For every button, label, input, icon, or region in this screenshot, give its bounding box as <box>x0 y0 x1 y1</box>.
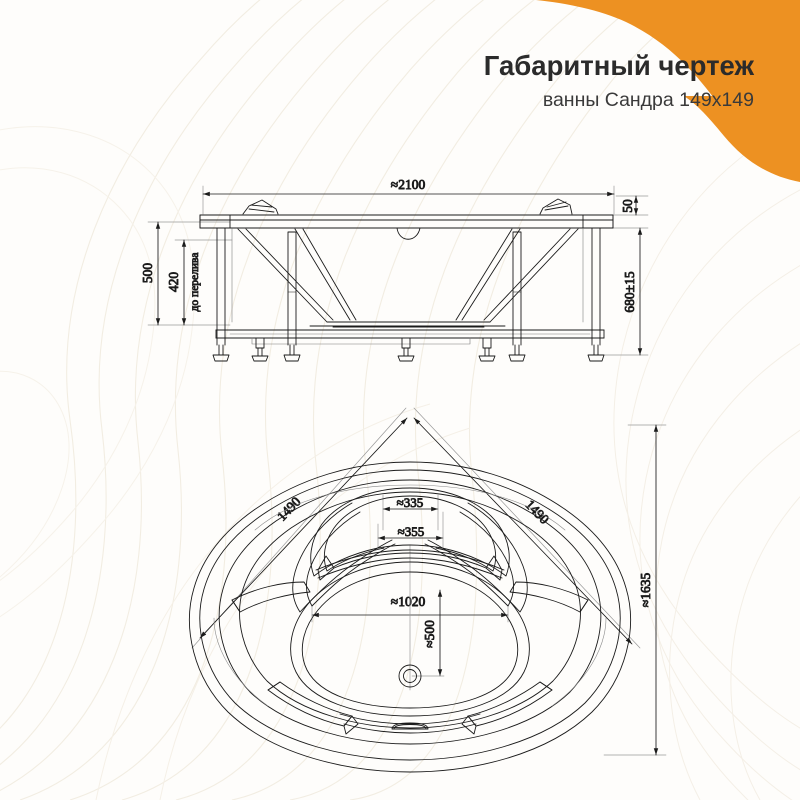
dim-diagonal-depth: ≈1635 <box>638 424 659 756</box>
lower-apron-plan <box>339 713 481 735</box>
dim-bowl-depth: 500 <box>140 221 161 326</box>
drain-outlet <box>398 664 422 688</box>
dim-note-overflow: до перелива <box>189 253 201 312</box>
overflow-bulge <box>396 227 421 240</box>
headrest-left <box>242 199 279 215</box>
bath-plan-outline <box>189 461 631 773</box>
dim-label-side-right: 1490 <box>522 497 552 527</box>
dim-label-overflow-depth: 420 <box>166 272 181 293</box>
dim-label-rim-thickness: 50 <box>620 199 635 213</box>
plan-detail-lines <box>213 484 607 707</box>
dim-total-height: 680±15 <box>622 227 643 356</box>
leg-tall-3 <box>508 231 526 362</box>
mid-divider-plan <box>315 549 505 581</box>
leg-short-3 <box>478 337 496 362</box>
bath-elevation-body <box>199 198 614 328</box>
dim-label-headrest-inner: ≈335 <box>397 495 424 510</box>
dim-headrest-outer: ≈355 <box>377 511 444 549</box>
page-title: Габаритный чертеж <box>483 50 754 81</box>
dim-side-left: 1490 <box>199 417 408 639</box>
seat-wedges-plan <box>231 581 589 727</box>
dim-label-bowl-width: ≈1020 <box>391 594 426 609</box>
dim-bowl-width: ≈1020 <box>311 594 509 623</box>
headrest-right <box>539 198 573 215</box>
title-block: Габаритный чертеж ванны Сандра 149х149 <box>334 50 754 112</box>
leg-tall-1 <box>212 227 230 362</box>
dim-label-bowl-length: ≈500 <box>422 620 437 648</box>
dim-rim-thickness: 50 <box>620 195 639 216</box>
dim-overall-length: ≈2100 <box>202 177 615 197</box>
leg-tall-4 <box>587 227 605 362</box>
dim-label-diagonal-depth: ≈1635 <box>638 573 653 608</box>
dim-label-overall-length: ≈2100 <box>391 177 426 192</box>
bath-plan-ledge <box>218 479 602 745</box>
dim-label-headrest-outer: ≈355 <box>398 524 425 539</box>
main-bowl-plan <box>290 561 530 717</box>
legs-and-feet <box>212 227 605 362</box>
dim-side-right: 1490 <box>413 417 633 645</box>
leg-tall-2 <box>283 231 301 362</box>
dim-overflow-depth: 420 <box>166 239 187 326</box>
dim-bowl-length: ≈500 <box>409 544 445 691</box>
dim-headrest-inner: ≈335 <box>382 495 439 531</box>
dim-label-total-height: 680±15 <box>622 271 637 312</box>
page-subtitle: ванны Сандра 149х149 <box>542 88 754 111</box>
dim-label-bowl-depth: 500 <box>140 263 155 284</box>
overflow-slot <box>391 722 429 730</box>
leg-short-2 <box>397 337 415 362</box>
elevation-view: ≈2100 50 500 420 до перелива 6 <box>140 177 649 362</box>
plan-view: 1490 1490 ≈1635 ≈335 <box>189 407 667 773</box>
leg-short-1 <box>251 337 269 362</box>
